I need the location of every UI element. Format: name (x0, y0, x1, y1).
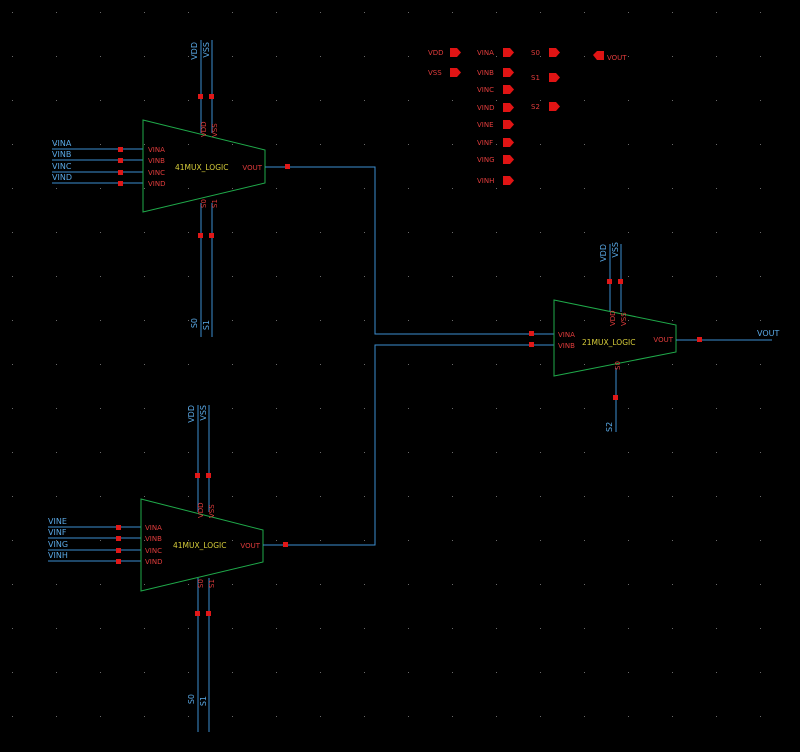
input-port-icon (549, 73, 560, 82)
net-label-s1: S1 (202, 320, 211, 330)
pin-label-vss: VSS (211, 123, 219, 137)
block-name: 41MUX_LOGIC (173, 541, 226, 550)
pin-label-vout: VOUT (242, 164, 262, 172)
pin-label-vdd: VDD (200, 121, 208, 137)
pin-label-vinb: VINB (558, 342, 575, 350)
pin-s0-square (198, 233, 203, 238)
input-port-icon (503, 176, 514, 185)
pin-label-vout: VOUT (653, 336, 673, 344)
input-port-icon (450, 68, 461, 77)
port-label-vinb: VINB (477, 69, 494, 77)
net-label-s1: S1 (199, 696, 208, 706)
port-column-selects: S0 S1 S2 (531, 48, 560, 111)
port-label-s0: S0 (531, 49, 540, 57)
pin-s1-square (209, 233, 214, 238)
input-port-icon (503, 120, 514, 129)
pin-label-vinb: VINB (145, 535, 162, 543)
net-label-vout: VOUT (757, 329, 779, 338)
port-label-vinc: VINC (477, 86, 494, 94)
pin-label-vss: VSS (208, 504, 216, 518)
net-label-s0: S0 (187, 694, 196, 704)
port-column-inputs: VINA VINB VINC VIND VINE VINF VING VINH (477, 48, 514, 185)
net-label-vina: VINA (52, 139, 72, 148)
pin-vdd-square (198, 94, 203, 99)
input-port-icon (549, 102, 560, 111)
pin-label-vss: VSS (620, 312, 628, 326)
output-port-icon (593, 51, 604, 60)
mux-body (142, 119, 266, 213)
pin-label-vinb: VINB (148, 157, 165, 165)
pin-label-vina: VINA (148, 146, 165, 154)
input-port-icon (450, 48, 461, 57)
input-port-icon (503, 48, 514, 57)
wire-bottom-vout-to-vinb (286, 344, 531, 546)
net-label-vss: VSS (199, 405, 208, 421)
net-label-vine: VINE (48, 517, 67, 526)
net-label-s0: S0 (190, 318, 199, 328)
net-label-s2: S2 (605, 422, 614, 432)
input-port-icon (503, 85, 514, 94)
net-label-vss: VSS (611, 242, 620, 258)
net-label-vdd: VDD (190, 42, 199, 60)
net-label-vinh: VINH (48, 551, 68, 560)
pin-label-s0: S0 (614, 361, 622, 370)
pin-label-s1: S1 (211, 199, 219, 208)
mux-block-top[interactable]: VDD VSS S0 S1 VINA VINB VINC VIND VINA V… (52, 40, 290, 337)
port-column-supply: VDD VSS (428, 48, 461, 77)
port-list: VDD VSS VINA VINB VINC VIND VINE VINF VI… (428, 48, 627, 185)
input-port-icon (503, 68, 514, 77)
port-column-output: VOUT (593, 51, 627, 62)
mux-block-bottom[interactable]: VDD VSS S0 S1 VINE VINF VING VINH VINA V… (48, 405, 288, 732)
net-label-vdd: VDD (187, 405, 196, 423)
block-name: 21MUX_LOGIC (582, 338, 635, 347)
pin-label-vinc: VINC (148, 169, 165, 177)
port-label-vinh: VINH (477, 177, 494, 185)
pin-label-vina: VINA (145, 524, 162, 532)
port-label-vine: VINE (477, 121, 494, 129)
port-label-vina: VINA (477, 49, 494, 57)
wire-top-vout-to-vina (288, 166, 531, 335)
port-label-ving: VING (477, 156, 495, 164)
net-label-vinc: VINC (52, 162, 72, 171)
net-label-vind: VIND (52, 173, 72, 182)
port-label-s1: S1 (531, 74, 540, 82)
pin-label-s0: S0 (200, 199, 208, 208)
pin-label-vina: VINA (558, 331, 575, 339)
mux-body (140, 498, 264, 592)
input-port-icon (503, 138, 514, 147)
net-label-vss: VSS (202, 42, 211, 58)
pin-label-s0: S0 (197, 579, 205, 588)
port-label-vinf: VINF (477, 139, 493, 147)
port-label-vss: VSS (428, 69, 442, 77)
pin-label-vdd: VDD (609, 310, 617, 326)
net-label-vdd: VDD (599, 244, 608, 262)
port-label-s2: S2 (531, 103, 540, 111)
net-label-vinb: VINB (52, 150, 71, 159)
pin-label-vdd: VDD (197, 502, 205, 518)
net-label-vinf: VINF (48, 528, 67, 537)
input-port-icon (503, 103, 514, 112)
pin-label-vout: VOUT (240, 542, 260, 550)
interconnect-wires (286, 166, 531, 546)
port-label-vind: VIND (477, 104, 494, 112)
input-port-icon (503, 155, 514, 164)
input-port-icon (549, 48, 560, 57)
pin-label-vind: VIND (148, 180, 165, 188)
pin-label-s1: S1 (208, 579, 216, 588)
pin-label-vinc: VINC (145, 547, 162, 555)
pin-vss-square (209, 94, 214, 99)
grid-dots (12, 12, 761, 717)
port-label-vout: VOUT (607, 54, 627, 62)
net-label-ving: VING (48, 540, 68, 549)
mux-body (553, 299, 677, 377)
port-label-vdd: VDD (428, 49, 444, 57)
block-name: 41MUX_LOGIC (175, 163, 228, 172)
pin-label-vind: VIND (145, 558, 162, 566)
mux-block-right[interactable]: VDD VSS S2 VINA VINB VOUT VDD VSS S0 21M… (529, 242, 779, 432)
pin-vout-square (285, 164, 290, 169)
